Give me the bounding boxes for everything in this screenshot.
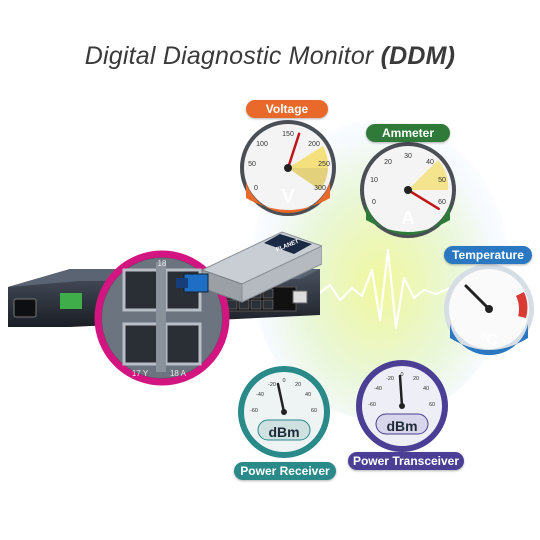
port-label: 17 Y — [132, 369, 149, 378]
gauge-tick: 250 — [318, 161, 330, 168]
gauge-needle — [406, 188, 440, 211]
gauge-tick: 20 — [413, 376, 419, 382]
gauge-tick: 30 — [404, 153, 412, 160]
gauge-tick: 40 — [426, 159, 434, 166]
port-label: 18 A — [170, 369, 187, 378]
page-title: Digital Diagnostic Monitor (DDM) — [84, 42, 456, 70]
temperature-gauge — [444, 264, 534, 356]
gauge-tick: 0 — [282, 378, 285, 384]
voltage-unit: V — [281, 186, 295, 208]
gauge-tick: 60 — [438, 199, 446, 206]
temperature-label: Temperature — [444, 246, 532, 264]
voltage-label: Voltage — [246, 100, 328, 118]
gauge-tick: -20 — [386, 376, 394, 382]
gauge-tick: -20 — [268, 382, 276, 388]
gauge-tick: 40 — [305, 392, 311, 398]
rj45-port-icon — [292, 290, 308, 304]
gauge-tick: 20 — [384, 159, 392, 166]
ammeter-label: Ammeter — [366, 124, 450, 142]
power-transceiver-unit: dBm — [386, 418, 418, 434]
gauge-tick: 60 — [429, 402, 435, 408]
power-receiver-unit: dBm — [268, 424, 300, 440]
gauge-tick: 10 — [370, 177, 378, 184]
gauge-tick: 0 — [254, 185, 258, 192]
gauge-tick: 150 — [282, 131, 294, 138]
signal-pulse-line — [300, 248, 470, 330]
gauge-tick: 0 — [400, 372, 403, 378]
power-socket-icon — [13, 298, 37, 318]
gauge-tick: 50 — [248, 161, 256, 168]
gauge-needle — [398, 374, 404, 408]
gauge-tick: 40 — [423, 386, 429, 392]
gauge-tick: 200 — [308, 141, 320, 148]
terminal-block-icon — [60, 293, 82, 309]
gauge-tick: -60 — [250, 408, 258, 414]
gauge-needle — [464, 284, 491, 311]
gauge-tick: -40 — [256, 392, 264, 398]
power-receiver-label: Power Receiver — [234, 462, 336, 480]
power-transceiver-gauge: -60 -40 -20 0 20 40 60 — [356, 360, 448, 452]
gauge-needle — [286, 132, 301, 170]
gauge-tick: 300 — [314, 185, 326, 192]
power-receiver-gauge: -60 -40 -20 0 20 40 60 — [238, 366, 330, 458]
gauge-tick: 20 — [295, 382, 301, 388]
gauge-tick: 100 — [256, 141, 268, 148]
temperature-unit: °C — [480, 332, 498, 349]
sfp-module: PLANET — [176, 231, 322, 303]
gauge-needle — [276, 382, 286, 414]
ammeter-gauge: 0 10 20 30 40 50 60 — [360, 142, 456, 238]
power-transceiver-label: Power Transceiver — [348, 452, 464, 470]
gauge-tick: 50 — [438, 177, 446, 184]
gauge-tick: 60 — [311, 408, 317, 414]
port-label: 18 — [158, 259, 167, 268]
gauge-tick: -60 — [368, 402, 376, 408]
gauge-tick: 0 — [372, 199, 376, 206]
ammeter-unit: A — [401, 208, 415, 228]
voltage-gauge: 0 50 100 150 200 250 300 — [240, 120, 336, 216]
gauge-tick: -40 — [374, 386, 382, 392]
